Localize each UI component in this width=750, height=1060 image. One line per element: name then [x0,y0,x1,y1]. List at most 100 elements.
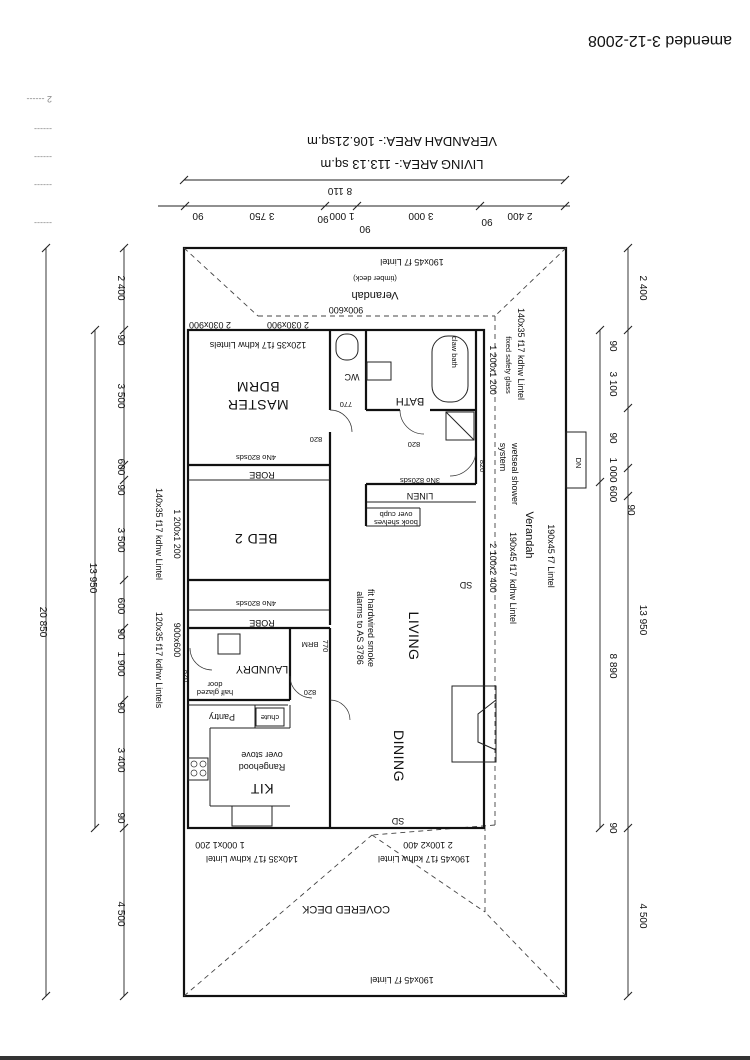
step [565,431,587,489]
note-smoke-2: alarms to AS 3786 [355,591,365,665]
dim-right-seg-6: 600 [607,486,618,503]
basin [366,361,392,381]
lintel-right-outer: 190x45 f7 Lintel [546,524,556,588]
dim-right-end: 90 [607,822,618,834]
window-linen: 3No 820sds [400,476,440,485]
room-master-line1: MASTER [227,397,288,413]
chute [255,707,285,727]
lintel-top: 190x45 f7 Lintel [380,257,444,267]
room-pantry: Pantry [208,712,235,722]
dim-right-seg-2: 90 [607,340,618,352]
dim-right-seg-4: 90 [607,432,618,444]
lintel-left-laundry: 120x35 f17 kdhw Lintels [154,612,164,709]
scan-mark-5: ------ [34,218,52,228]
note-half-glazed-2: door [207,680,223,689]
kitchen-sink [231,805,273,827]
room-wc: WC [344,372,359,382]
scan-mark-3: ------ [34,152,52,162]
laundry-tub [217,633,241,655]
lintel-left-bed2: 140x35 f17 kdhw Lintel [154,488,164,580]
dim-top-seg-5: 90 [359,223,371,234]
scan-edge-bar [0,1056,750,1060]
dim-top-seg-7: 90 [481,216,493,227]
dim-right-sub: 8 890 [607,653,618,678]
dim-right-total: 13 950 [637,605,648,636]
dim-left-seg-7: 600 [115,598,126,615]
dim-top-seg-6: 3 000 [408,210,433,221]
door-d3: 820 [408,440,421,449]
door-d1: 770 [340,400,353,409]
room-kit: KIT [250,781,273,797]
room-labels: MASTER BDRM BATH WC BED 2 LIVING DINING … [208,274,535,915]
note-rangehood-1: Rangehood [239,762,286,772]
dim-top-seg-8: 2 400 [507,210,532,221]
dim-top-seg-2: 3 750 [249,210,274,221]
toilet [335,333,359,361]
dim-top-seg-3: 90 [317,213,329,224]
door-swings [189,409,477,721]
window-w4: 1 200x1 200 [488,345,498,395]
amendment-note: amended 3-12-2008 [588,32,732,49]
dim-left-seg-11: 3 400 [115,747,126,772]
verandah-area: VERANDAH AREA:- 106.21sq.m [307,134,497,149]
lintel-labels: 190x45 f7 Lintel 140x35 f17 kdhw Lintel … [154,257,556,985]
scan-mark-1: 2 ------ [27,94,53,104]
window-labels: 2 030x900 2 030x900 900x600 1 200x1 200 … [172,305,498,850]
dim-left-seg-13: 4 500 [115,901,126,926]
room-timber-deck: (timber deck) [353,274,397,283]
room-laundry: LAUNDRY [235,663,288,675]
lintel-verandah-right: 140x35 f17 kdhw Lintel [516,308,526,400]
door-d2: 820 [310,435,323,444]
shower [445,411,475,441]
dim-top-seg-4: 1 000 [329,210,354,221]
note-smoke-1: fit hardwired smoke [366,589,376,667]
claw-bath [431,335,469,403]
room-bed2: BED 2 [235,531,278,547]
verandah-outline [182,246,568,998]
dim-right-seg-7: 90 [625,504,636,516]
window-w9: 2 100x2 400 [403,840,453,850]
window-w1: 2 030x900 [189,320,231,330]
room-master-line2: BDRM [236,379,279,395]
scan-mark-2: ------ [34,124,52,134]
window-w3: 900x600 [329,305,364,315]
stove [187,757,209,781]
room-dining: DINING [391,730,407,782]
dim-left-seg-1: 2 400 [115,275,126,300]
window-w6: 900x600 [172,623,182,658]
dim-left-total: 20 850 [37,607,48,638]
lintel-living: 190x45 f17 kdhw Lintel [508,532,518,624]
right-dimensions: 2 400 90 3 100 90 1 000 600 90 4 500 13 … [595,243,648,1001]
note-bookshelves-2: over cupb [380,510,413,519]
room-verandah-top: Verandah [351,289,398,301]
dim-left-seg-6: 3 500 [115,527,126,552]
door-d4: 820 [478,460,487,473]
note-bookshelves-1: book shelves [374,518,418,527]
dim-left-seg-9: 1 900 [115,651,126,676]
dim-left-seg-3: 3 500 [115,383,126,408]
room-robe2: ROBE [249,618,275,628]
dim-top-seg-1: 90 [192,210,204,221]
fireplace [451,685,497,763]
dim-right-seg-5: 1 000 [607,457,618,482]
lintel-kit-bottom: 140x35 f17 kdhw Lintel [206,854,298,864]
room-living: LIVING [406,612,422,661]
lintel-master-top: 120x35 f17 kdhw Lintels [209,340,306,350]
dim-left-seg-2: 90 [115,334,126,346]
door-d6: 820 [304,688,317,697]
note-wetseal-2: system [498,443,508,472]
note-claw-bath: claw bath [450,336,459,368]
left-dimensions: 2 400 90 3 500 600 90 3 500 600 90 1 900… [37,243,129,1001]
room-bath: BATH [396,395,425,407]
window-w5: 1 200x1 200 [172,509,182,559]
dim-left-seg-4: 600 [115,459,126,476]
dim-left-seg-10: 90 [115,702,126,714]
room-linen: LINEN [407,491,434,501]
dim-top-total: 8 110 [327,185,352,196]
note-sd-1: SD [459,580,472,590]
window-robe1: 4No 820sds [236,453,276,462]
note-sd-2: SD [391,816,404,826]
room-brm: BRM [302,640,319,649]
lintel-dining-bottom: 190x45 f17 kdhw Lintel [378,854,470,864]
window-w2: 2 030x900 [267,320,309,330]
